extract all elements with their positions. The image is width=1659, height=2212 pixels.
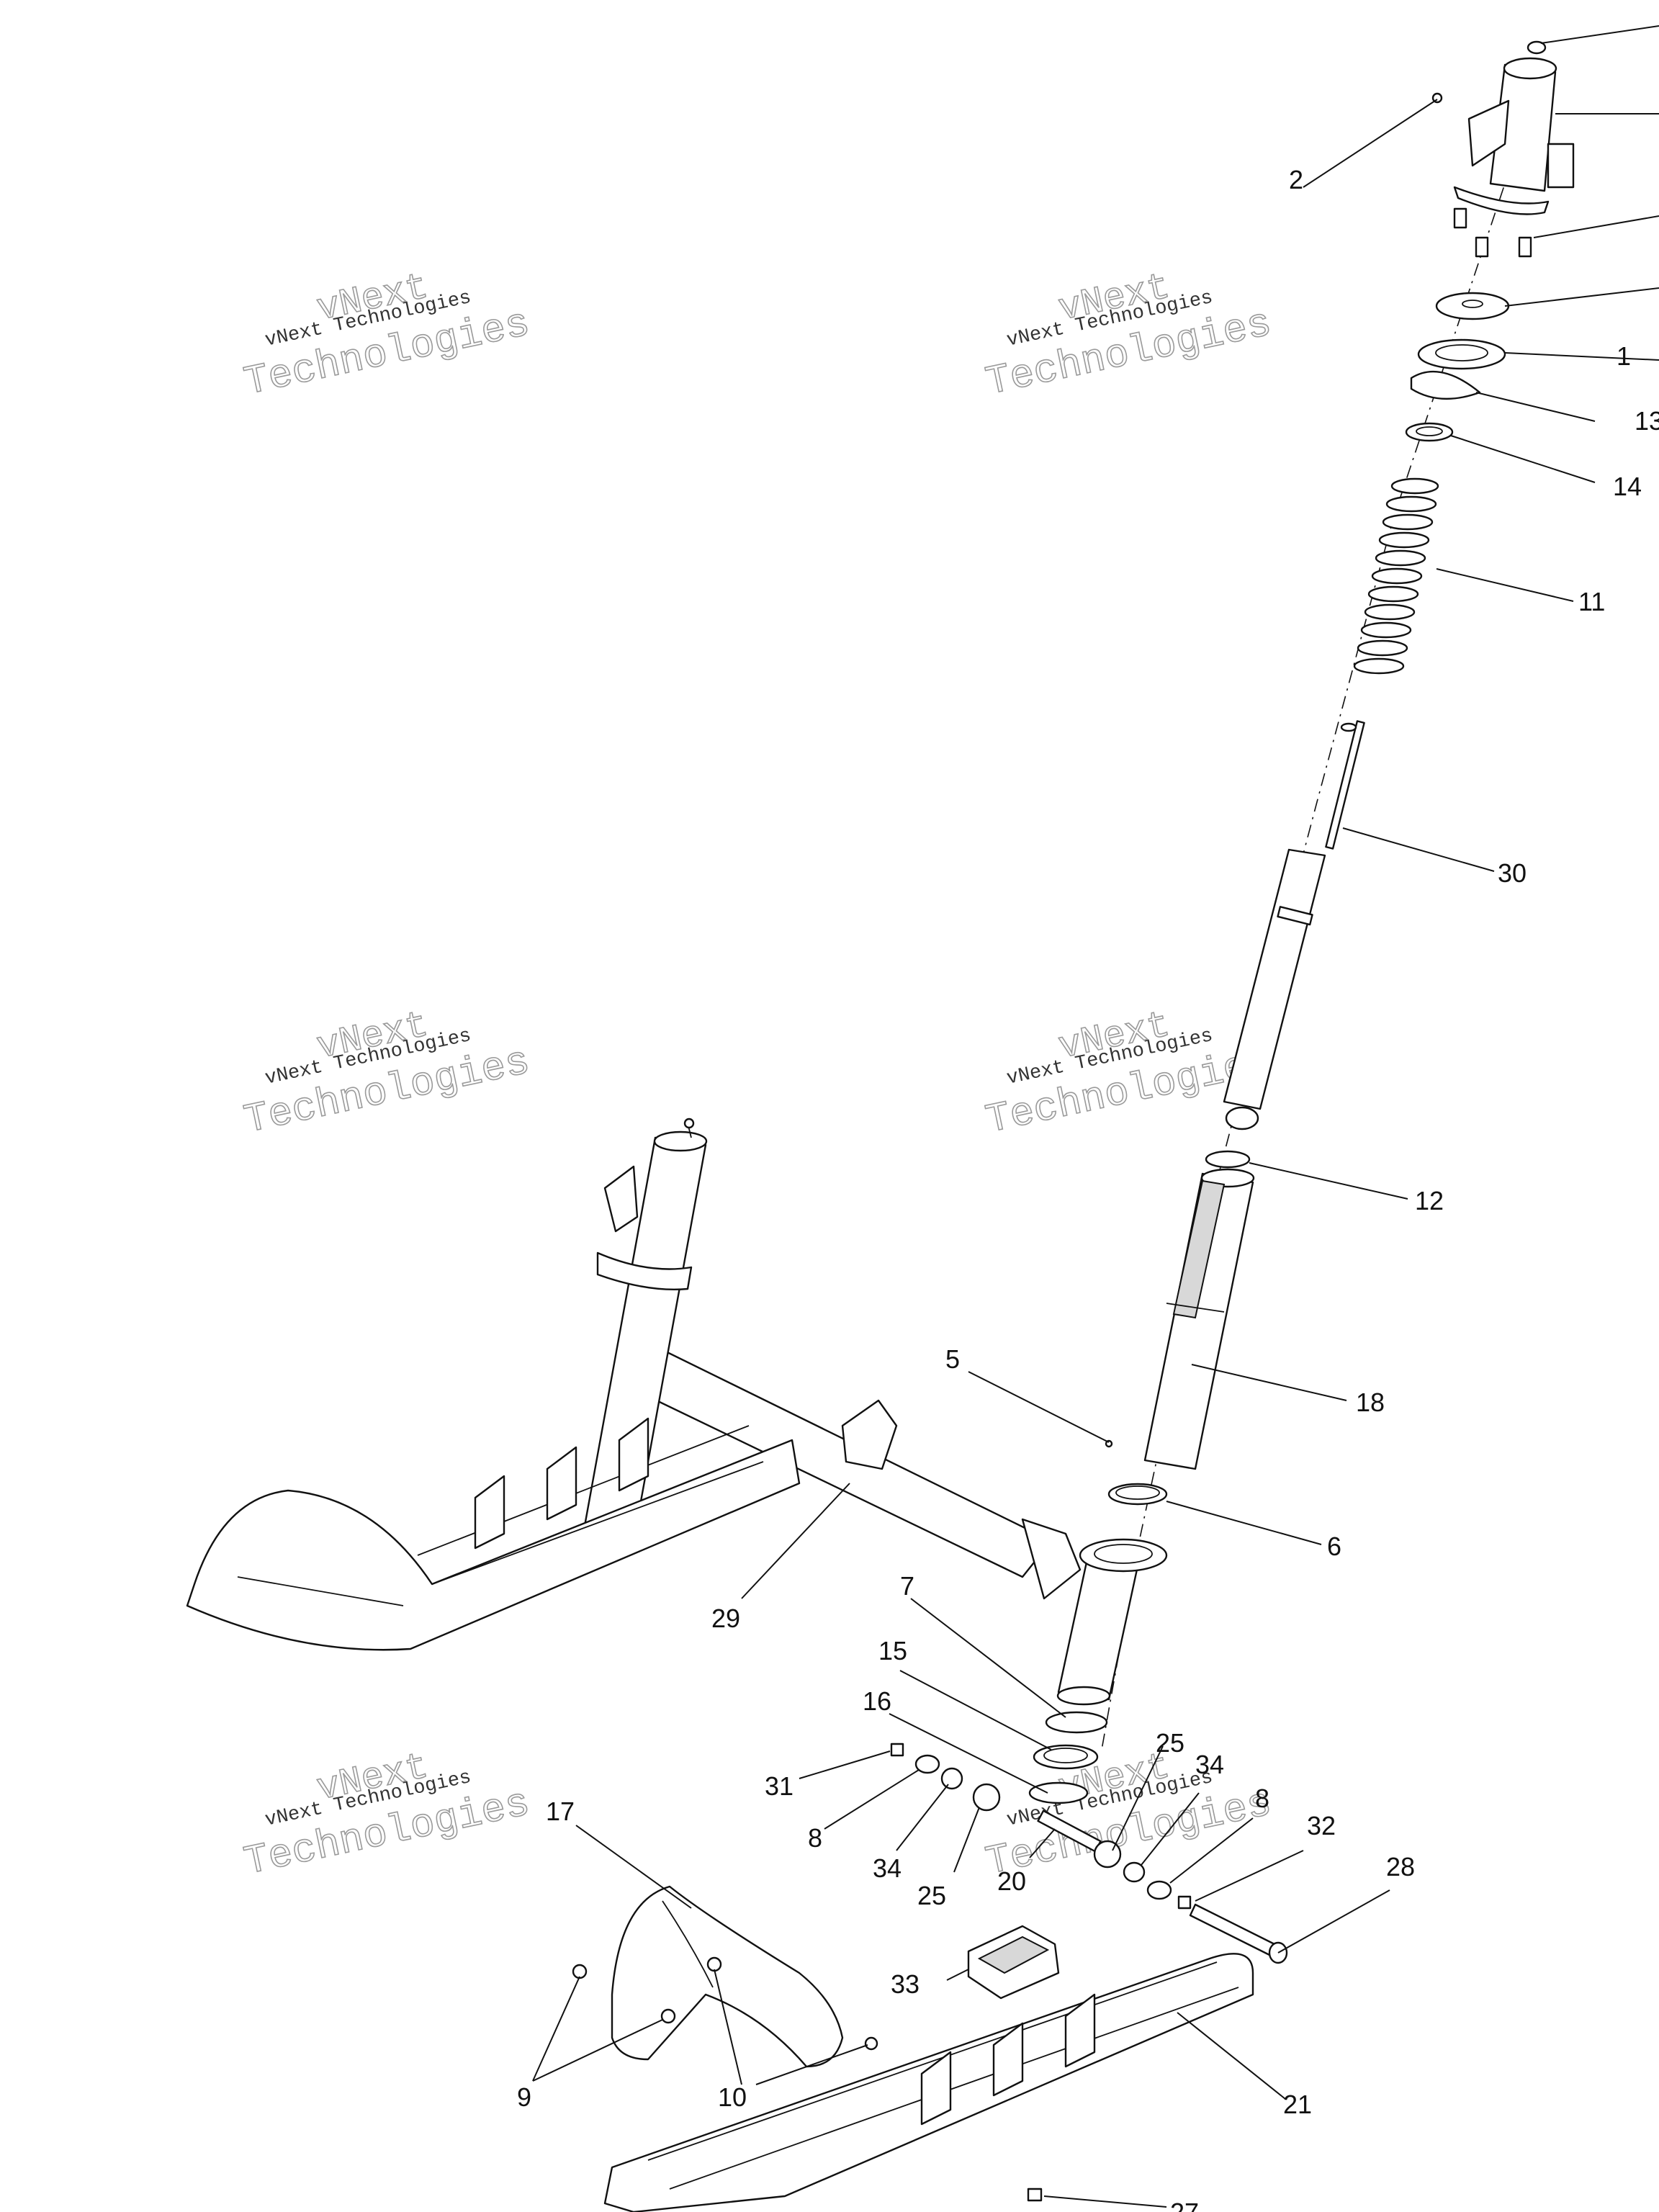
callout-7: 7 — [900, 1571, 914, 1601]
right-ski — [603, 1953, 1254, 2212]
ring-15 — [1033, 1744, 1099, 1770]
callout-6: 6 — [1327, 1532, 1341, 1561]
right-spindle-tube — [1056, 1538, 1168, 1706]
ring-16 — [1028, 1781, 1089, 1804]
callout-34b: 34 — [873, 1853, 902, 1883]
watermark: vNext Technologies vNext Technologies — [981, 1745, 1276, 1887]
bushing-left-stack — [890, 1743, 1001, 1812]
o-ring-12 — [1205, 1150, 1251, 1169]
shock-absorber — [1223, 720, 1365, 1130]
wear-pad-33 — [967, 1925, 1060, 2000]
watermark: vNext Technologies vNext Technologies — [240, 1745, 534, 1887]
callout-10: 10 — [718, 2082, 747, 2112]
callout-14: 14 — [1613, 472, 1642, 501]
callout-12: 12 — [1415, 1186, 1444, 1215]
callout-18: 18 — [1356, 1388, 1385, 1417]
callout-29: 29 — [711, 1604, 740, 1633]
washer-14 — [1405, 422, 1454, 442]
callout-34a: 34 — [1195, 1750, 1224, 1779]
snap-ring — [1410, 370, 1481, 400]
callout-21: 21 — [1283, 2090, 1312, 2119]
nut-27 — [1027, 2188, 1043, 2202]
watermark: vNext Technologies vNext Technologies — [240, 266, 534, 407]
watermark: vNext Technologies vNext Technologies — [981, 266, 1276, 407]
callout-17: 17 — [546, 1797, 575, 1826]
callout-8b: 8 — [808, 1823, 822, 1853]
callout-11: 11 — [1578, 587, 1605, 616]
left-ski — [186, 1417, 801, 1651]
top-housing — [1431, 40, 1575, 258]
callout-16: 16 — [863, 1686, 891, 1716]
bushing-right-stack — [1037, 1809, 1192, 1910]
watermark: vNext Technologies vNext Technologies — [240, 1004, 534, 1145]
ring-7 — [1045, 1711, 1108, 1734]
callout-2: 2 — [1289, 165, 1303, 194]
crossmember — [614, 1329, 1082, 1600]
callout-20: 20 — [997, 1866, 1026, 1896]
callout-labels: 2 13 1 14 11 30 12 18 5 6 29 7 15 16 25 … — [517, 165, 1659, 2212]
callout-32: 32 — [1307, 1811, 1336, 1840]
callout-9: 9 — [517, 2082, 531, 2112]
callout-30: 30 — [1498, 858, 1527, 888]
callout-25b: 25 — [917, 1881, 946, 1910]
callout-13: 13 — [1635, 406, 1659, 436]
callout-25a: 25 — [1156, 1728, 1184, 1758]
leader-lines — [532, 25, 1659, 2208]
spring-cap — [1435, 292, 1510, 320]
callout-28: 28 — [1386, 1852, 1415, 1881]
callout-8a: 8 — [1255, 1784, 1269, 1813]
callout-27-partial: 27 — [1170, 2198, 1199, 2212]
callout-5: 5 — [945, 1344, 960, 1374]
callout-33: 33 — [891, 1969, 920, 1999]
spring-seat-washer — [1417, 338, 1506, 370]
shock-sleeve — [1143, 1168, 1255, 1470]
callout-31: 31 — [765, 1771, 793, 1801]
coil-spring — [1353, 477, 1439, 675]
callout-15: 15 — [878, 1636, 907, 1665]
left-strut — [582, 1118, 708, 1542]
ski-handle — [572, 1885, 878, 2068]
ring-6 — [1107, 1483, 1168, 1506]
callout-1-partial: 1 — [1617, 341, 1631, 371]
